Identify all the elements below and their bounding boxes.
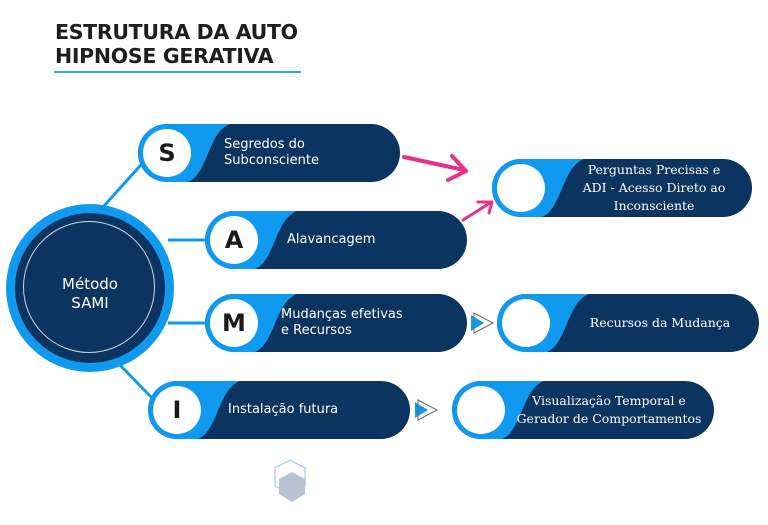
- outcome-label: Recursos da Mudança: [567, 294, 753, 352]
- hub-circle: Método SAMI: [6, 204, 174, 372]
- step-letter-badge: I: [153, 386, 201, 434]
- step-label-line-1: Segredos do: [224, 137, 305, 152]
- outcome-badge: [502, 299, 550, 347]
- step-label: Alavancagem: [287, 211, 375, 269]
- step-a: A Alavancagem: [205, 211, 467, 269]
- outcome-badge: [497, 164, 545, 212]
- outcome-label-line-2: ADI - Acesso Direto ao: [582, 180, 726, 195]
- hexagon-logo-icon: [274, 459, 306, 502]
- pink-arrow-icon: [402, 154, 468, 182]
- outcome-label-line-1: Recursos da Mudança: [589, 315, 731, 330]
- outcome-label: Visualização Temporal e Gerador de Compor…: [508, 381, 710, 439]
- hub-label-line-2: SAMI: [71, 294, 109, 312]
- step-label: Instalação futura: [228, 381, 338, 439]
- step-label-line-1: Mudanças efetivas: [281, 307, 403, 322]
- outcome-label: Perguntas Precisas e ADI - Acesso Direto …: [562, 159, 746, 217]
- hub-label-line-1: Método: [62, 275, 118, 293]
- title-underline: [54, 71, 301, 73]
- outcome-label-line-2: Gerador de Comportamentos: [516, 411, 702, 426]
- step-letter-badge: M: [210, 299, 258, 347]
- step-letter-badge: S: [143, 129, 191, 177]
- connector-i: [118, 363, 154, 400]
- step-label-line-1: Instalação futura: [228, 402, 339, 417]
- step-label-line-2: Subconsciente: [224, 153, 319, 168]
- outcome-label-line-1: Visualização Temporal e: [532, 393, 686, 408]
- outcome-label-line-1: Perguntas Precisas e: [587, 162, 721, 177]
- hub-ring: [23, 221, 155, 353]
- play-triangle-icon: [415, 399, 439, 421]
- title-line-1: ESTRUTURA DA AUTO: [55, 20, 298, 44]
- outcome-label-line-3: Inconsciente: [613, 198, 695, 213]
- step-label-line-2: e Recursos: [281, 323, 352, 338]
- page-title: ESTRUTURA DA AUTO HIPNOSE GERATIVA: [55, 20, 298, 68]
- outcome-perguntas: Perguntas Precisas e ADI - Acesso Direto …: [492, 159, 752, 217]
- outcome-badge: [457, 386, 505, 434]
- play-triangle-icon: [471, 312, 495, 334]
- hub-inner: Método SAMI: [15, 213, 165, 363]
- outcome-visualizacao: Visualização Temporal e Gerador de Compor…: [452, 381, 714, 439]
- outcome-recursos: Recursos da Mudança: [497, 294, 759, 352]
- step-label-line-1: Alavancagem: [287, 232, 376, 247]
- step-i: I Instalação futura: [148, 381, 410, 439]
- title-line-2: HIPNOSE GERATIVA: [55, 44, 274, 68]
- pink-arrow-icon: [461, 200, 494, 222]
- step-letter-badge: A: [210, 216, 258, 264]
- hub-label: Método SAMI: [15, 275, 165, 313]
